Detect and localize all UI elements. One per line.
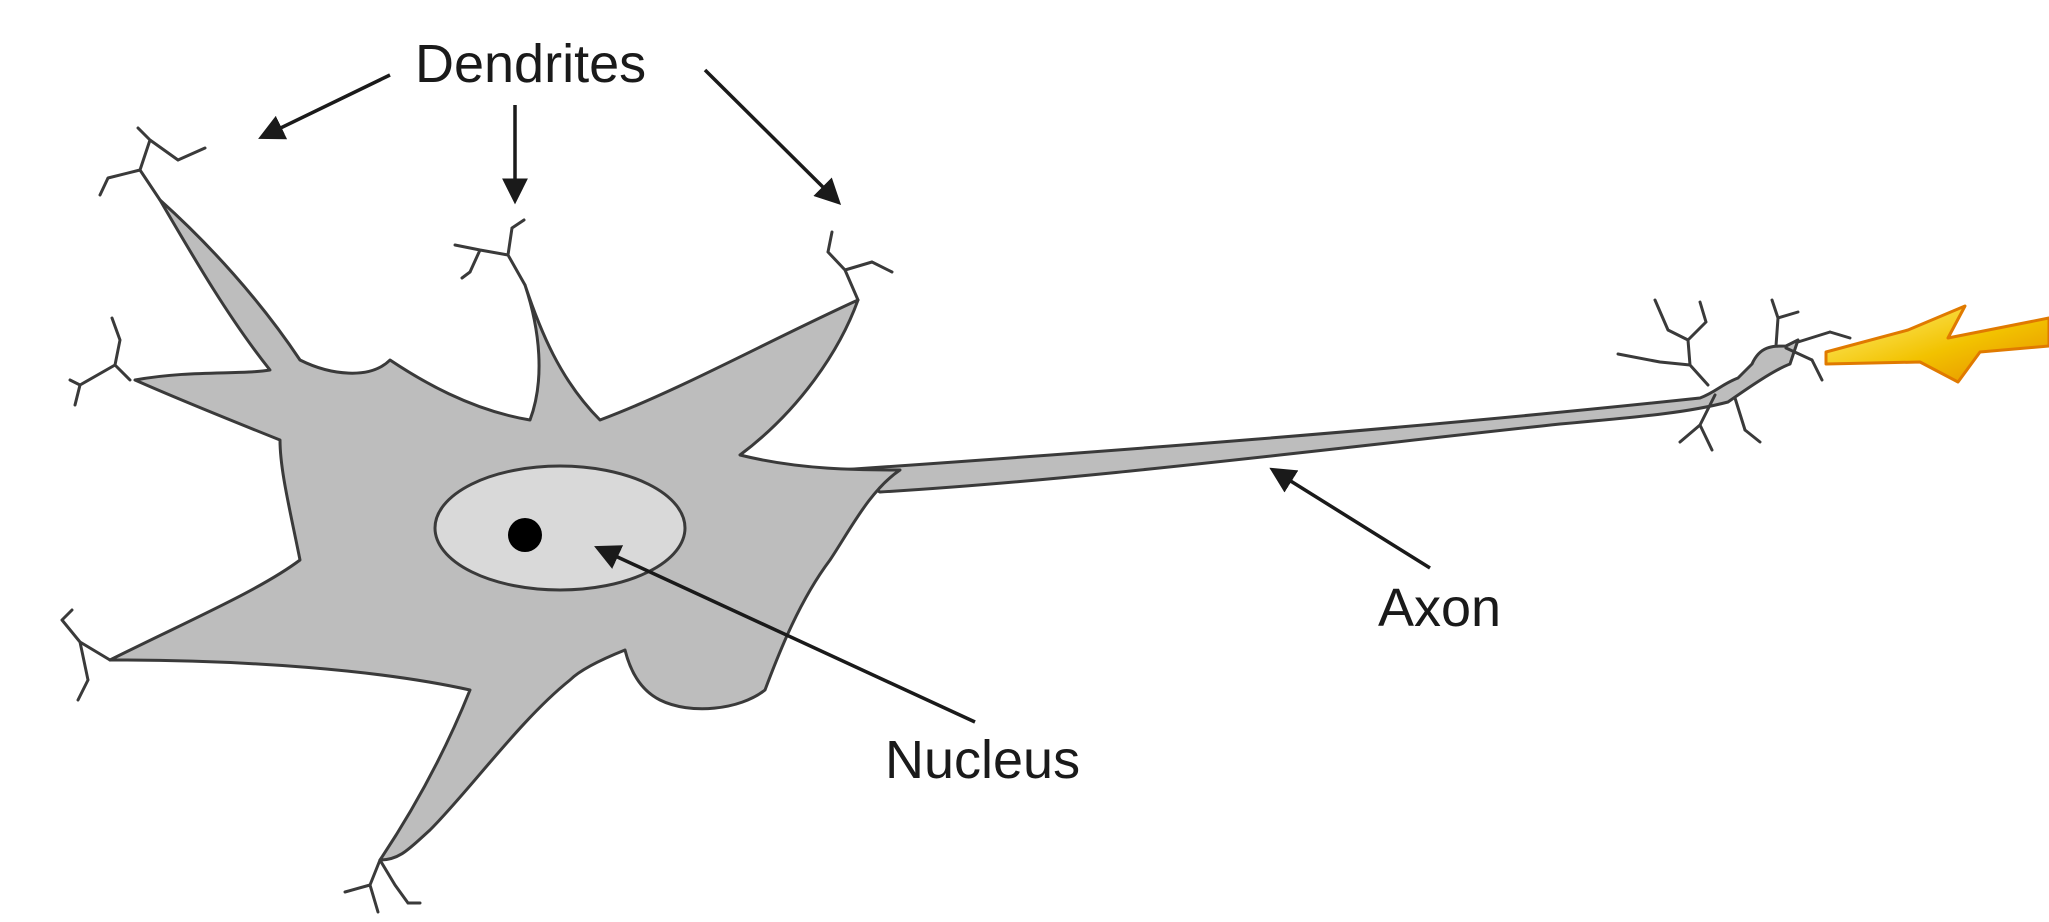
dendrite-arrow-left <box>262 75 390 137</box>
label-axon: Axon <box>1378 578 1501 638</box>
lightning-bolt-icon <box>1826 306 2049 382</box>
label-nucleus: Nucleus <box>885 730 1080 790</box>
nucleolus-dot <box>508 518 542 552</box>
dendrite-arrow-right <box>705 70 838 202</box>
axon-shaft <box>840 340 1798 492</box>
label-dendrites: Dendrites <box>415 34 646 94</box>
axon-arrow <box>1273 470 1430 568</box>
